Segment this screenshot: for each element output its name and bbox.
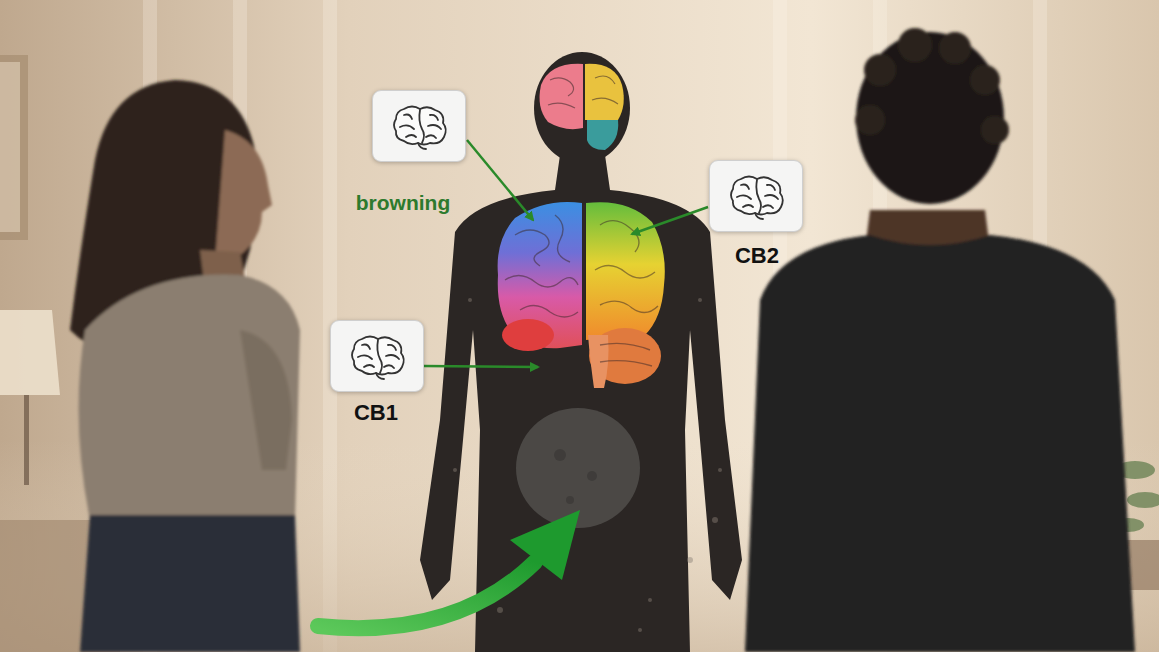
receptor-label: CB2 [735, 243, 779, 268]
icon-box [709, 160, 803, 232]
brain-icon [348, 331, 408, 383]
icon-box [372, 90, 466, 162]
brain-icon [727, 171, 787, 223]
receptor-label: CB1 [354, 400, 398, 425]
icon-callout: browning [353, 90, 468, 220]
icon-callout: CB2 [707, 160, 805, 273]
icon-callout: CB1 [328, 320, 426, 430]
icon-box [330, 320, 424, 392]
browning-label: browning [356, 191, 450, 215]
brain-icon [390, 101, 450, 153]
